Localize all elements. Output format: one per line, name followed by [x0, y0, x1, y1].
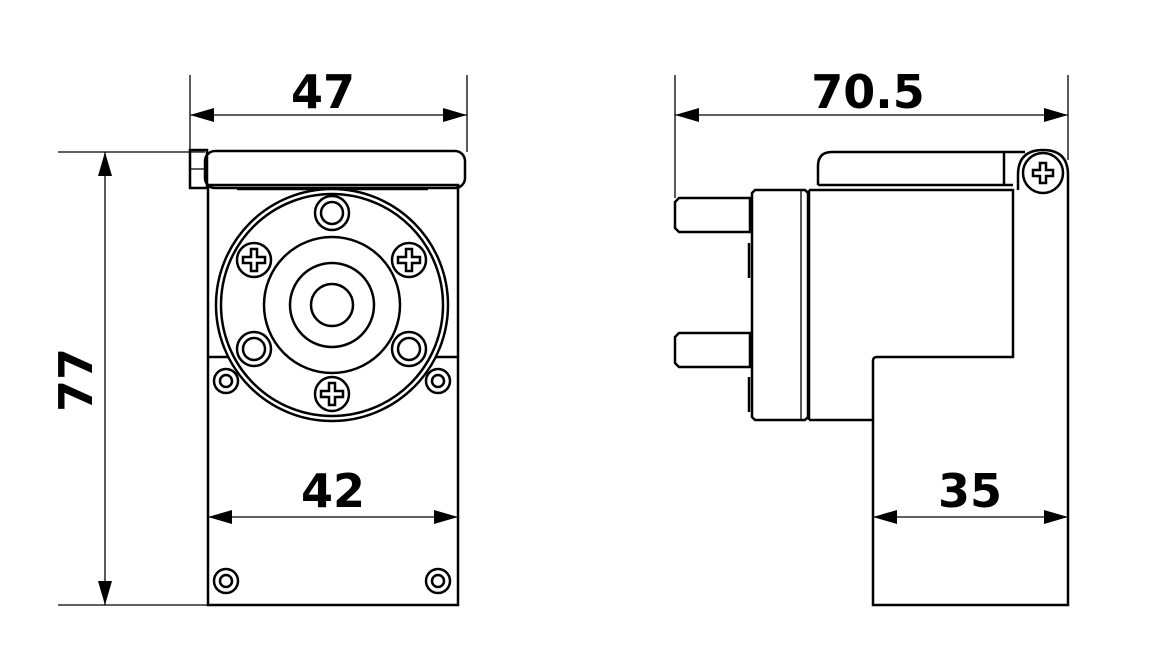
dimension-35: 35	[873, 464, 1068, 524]
side-view	[673, 148, 1070, 607]
dimension-label: 70.5	[811, 65, 925, 119]
dimension-77: 77	[49, 151, 208, 606]
gearbox-side	[871, 148, 1070, 607]
pin	[673, 196, 752, 234]
mount-hole-icon	[212, 567, 240, 595]
dimension-47: 47	[189, 65, 468, 152]
mount-hole-icon	[424, 367, 452, 395]
dimension-label: 47	[291, 65, 355, 119]
screw-icon	[1031, 161, 1055, 185]
front-top-cover	[203, 149, 467, 190]
body-side	[809, 188, 1015, 422]
flange	[214, 187, 450, 423]
side-top-cover	[816, 150, 1025, 185]
dimension-label: 42	[301, 464, 365, 518]
pin	[673, 331, 752, 369]
front-view	[188, 148, 467, 607]
mount-hole-icon	[424, 567, 452, 595]
mount-hole-icon	[212, 367, 240, 395]
dimension-70-5: 70.5	[674, 65, 1069, 198]
dimension-42: 42	[208, 464, 458, 524]
dimension-label: 35	[938, 464, 1002, 518]
front-body	[206, 183, 460, 607]
dimension-label: 77	[49, 348, 103, 412]
flange-side	[750, 188, 810, 422]
